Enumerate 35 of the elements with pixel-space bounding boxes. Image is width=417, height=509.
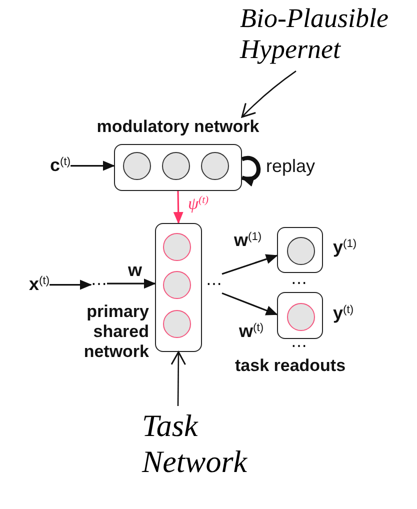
input-label: c$^{(t)}$ (50, 155, 71, 177)
neuron-circle (162, 152, 190, 180)
arrow (222, 292, 278, 316)
handwritten-note: Bio-Plausible Hypernet (240, 3, 391, 66)
neuron-circle (287, 303, 315, 331)
output-label: y$^{(1)}$ (333, 237, 357, 259)
neuron-circle (163, 271, 192, 300)
neuron-circle (163, 310, 192, 338)
edge-label: replay (266, 156, 316, 178)
input-label: x$^{(t)}$ (29, 274, 50, 296)
ellipsis: ⋯ (291, 336, 307, 356)
edge-label: w$^{(t)}$ (239, 321, 264, 343)
arrow (107, 278, 156, 289)
neuron-circle (287, 237, 315, 265)
arrow (173, 190, 184, 224)
edge-label: w (128, 260, 142, 282)
arrow (50, 280, 92, 290)
neuron-circle (163, 233, 192, 262)
ellipsis: ⋯ (206, 274, 222, 294)
ellipsis: ⋯ (91, 274, 107, 294)
hand-drawn-arrow (170, 351, 186, 406)
arrow (70, 160, 115, 171)
neuron-circle (123, 152, 152, 180)
group-label: task readouts (235, 356, 346, 376)
neuron-circle (201, 152, 230, 180)
node-title: modulatory network (96, 117, 260, 138)
node-label: primary shared network (82, 302, 149, 362)
output-label: y$^{(t)}$ (333, 303, 354, 325)
edge-label: ψ$^{(t)}$ (188, 194, 209, 214)
loop-arrow (240, 156, 261, 186)
edge-label: w$^{(1)}$ (234, 230, 262, 252)
arrow (222, 254, 278, 275)
handwritten-note: Task Network (142, 408, 250, 480)
ellipsis: ⋯ (291, 273, 307, 292)
hand-drawn-arrow (241, 70, 296, 118)
